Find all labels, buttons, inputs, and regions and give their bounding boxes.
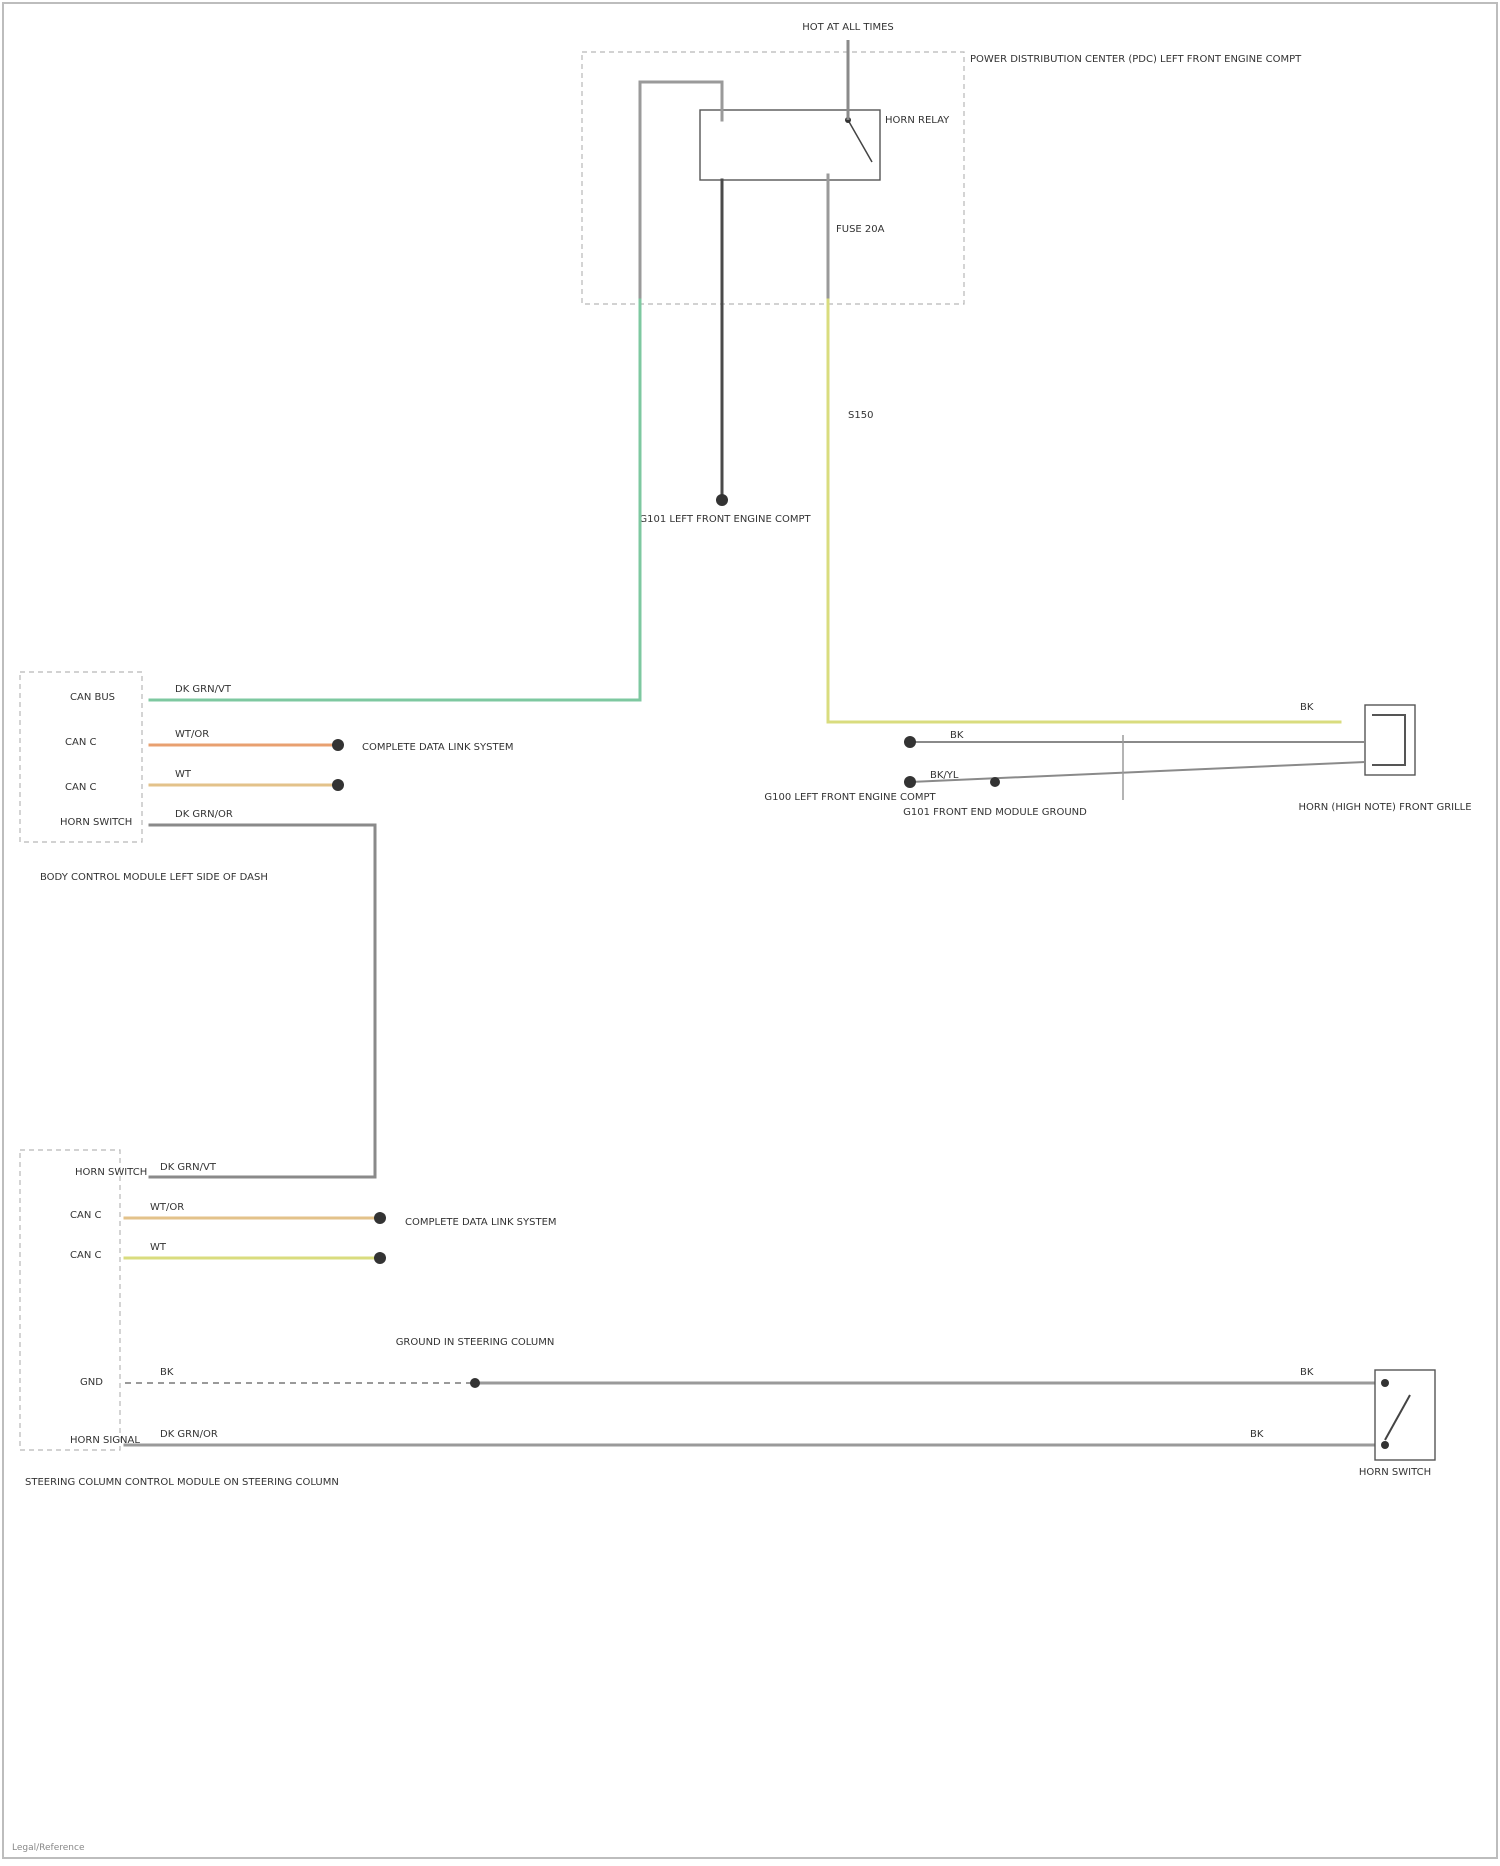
fuse-label: FUSE 20A <box>836 224 885 235</box>
wire-label-w9: DK GRN/VT <box>160 1162 217 1173</box>
horn-ground-dot-2 <box>904 776 916 788</box>
steering-ground-dot <box>470 1378 480 1388</box>
sccm-pin4-label: GND <box>80 1377 103 1388</box>
pdc-label: POWER DISTRIBUTION CENTER (PDC) LEFT FRO… <box>970 54 1302 65</box>
horn-relay <box>700 110 880 180</box>
wire-label-w3: WT <box>175 769 192 780</box>
sccm-pin1-label: HORN SWITCH <box>75 1167 147 1178</box>
page-frame <box>3 3 1497 1858</box>
bcm-pin4-label: HORN SWITCH <box>60 817 132 828</box>
bcm-label: BODY CONTROL MODULE LEFT SIDE OF DASH <box>40 872 268 883</box>
bcm-pin2-label: CAN C <box>65 737 96 748</box>
sccm-box <box>20 1150 120 1450</box>
fuse-top-label: HOT AT ALL TIMES <box>802 22 894 33</box>
horn-relay-label: HORN RELAY <box>885 115 950 126</box>
horn-switch-label: HORN SWITCH <box>1359 1467 1431 1478</box>
bcm-pin3-label: CAN C <box>65 782 96 793</box>
wire-label-w5: BK <box>1300 702 1314 713</box>
steering-note: GROUND IN STEERING COLUMN <box>396 1337 555 1348</box>
splice-label: S150 <box>848 410 873 421</box>
horn-switch-pin-2 <box>1381 1441 1389 1449</box>
wire-horn-ground-2 <box>910 762 1365 782</box>
sccm-label: STEERING COLUMN CONTROL MODULE ON STEERI… <box>25 1477 339 1488</box>
ground-dot-left <box>716 494 728 506</box>
sccm-can-dot-2 <box>374 1252 386 1264</box>
front-ground-dot <box>990 777 1000 787</box>
sccm-pin3-label: CAN C <box>70 1250 101 1261</box>
wire-yellow-horn <box>828 300 1340 722</box>
wire-label-w2: WT/OR <box>175 729 209 740</box>
wire-label-w4: DK GRN/OR <box>175 809 233 820</box>
front-ground-label: G101 FRONT END MODULE GROUND <box>903 807 1087 818</box>
horn-switch-pin-1 <box>1381 1379 1389 1387</box>
wire-label-w10: DK GRN/OR <box>160 1429 218 1440</box>
ground-label-left: G101 LEFT FRONT ENGINE COMPT <box>639 514 811 525</box>
horn-ground-dot-1 <box>904 736 916 748</box>
horn-right-label: HORN (HIGH NOTE) FRONT GRILLE <box>1298 802 1471 813</box>
sccm-can-dot-1 <box>374 1212 386 1224</box>
wire-label-w6: WT/OR <box>150 1202 184 1213</box>
can-dot-1 <box>332 739 344 751</box>
can-dot-2 <box>332 779 344 791</box>
wire-label-w1: DK GRN/VT <box>175 684 232 695</box>
can-note-2: COMPLETE DATA LINK SYSTEM <box>405 1217 557 1228</box>
wire-label-w14: BK <box>1250 1429 1264 1440</box>
wire-label-w13: BK <box>1300 1367 1314 1378</box>
can-note-1: COMPLETE DATA LINK SYSTEM <box>362 742 514 753</box>
wire-label-w8: BK <box>160 1367 174 1378</box>
horn-ground-label: G100 LEFT FRONT ENGINE COMPT <box>764 792 936 803</box>
wire-label-w11: BK <box>950 730 964 741</box>
wire-green-can <box>150 300 640 700</box>
bcm-pin1-label: CAN BUS <box>70 692 115 703</box>
footer-label: Legal/Reference <box>12 1843 85 1853</box>
wire-label-w12: BK/YL <box>930 770 959 781</box>
wire-label-w7: WT <box>150 1242 167 1253</box>
sccm-pin2-label: CAN C <box>70 1210 101 1221</box>
